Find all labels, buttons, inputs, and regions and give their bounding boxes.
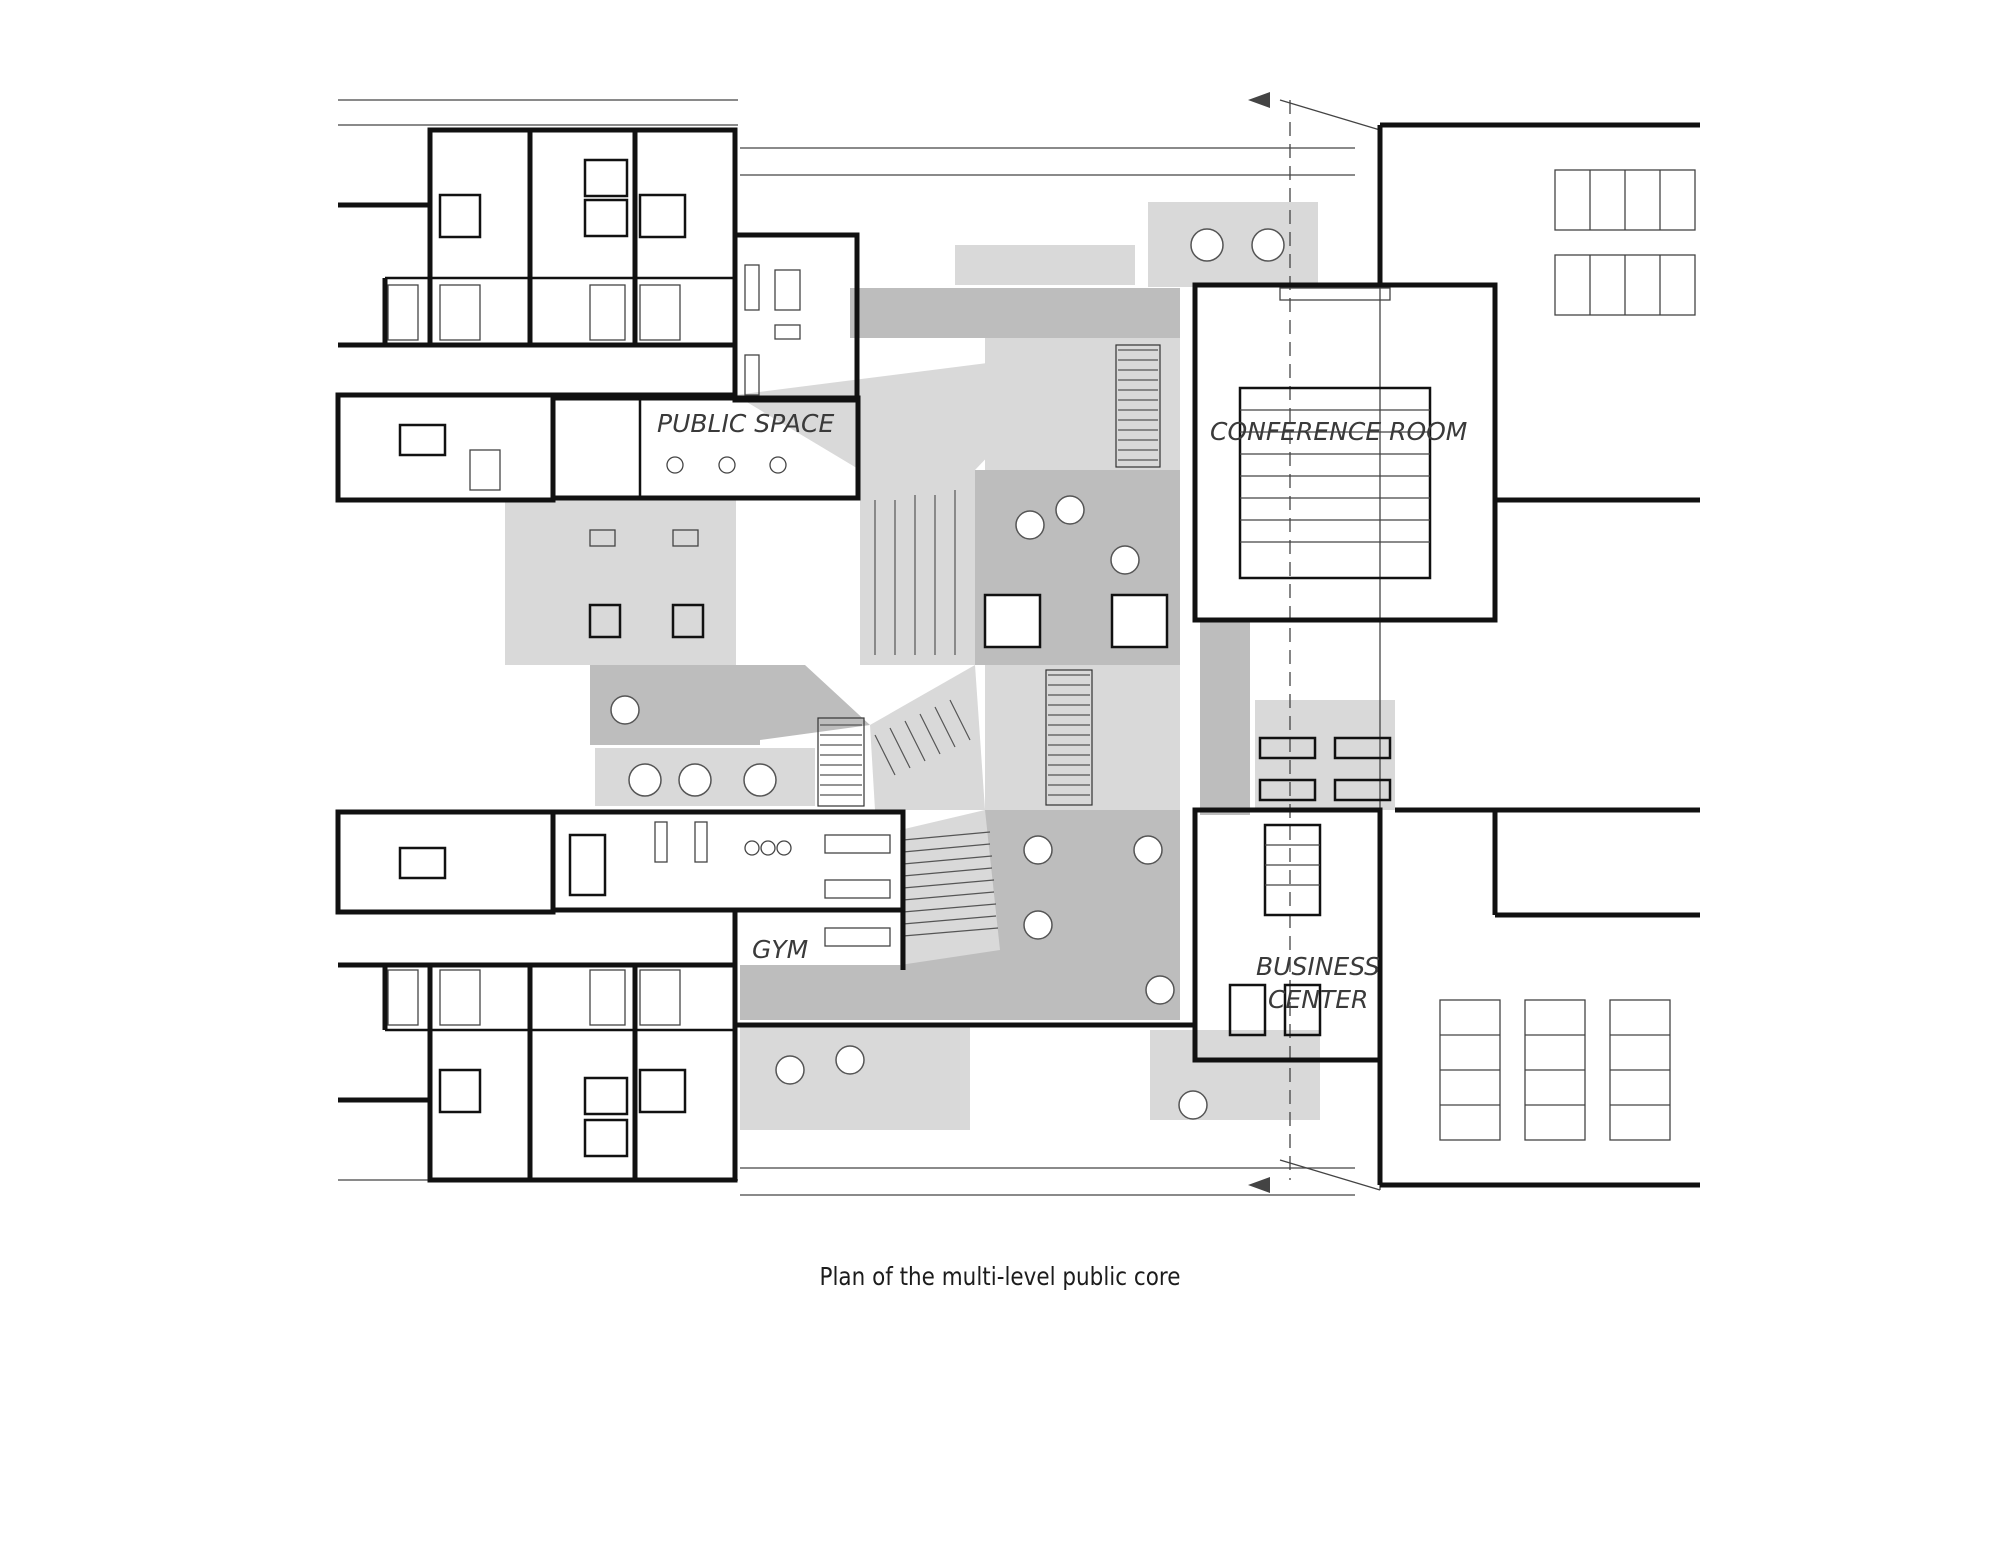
office-desks-lower xyxy=(1439,999,1671,1141)
stair-diagonal xyxy=(874,699,999,937)
west-lounge xyxy=(552,500,736,665)
tree-icon xyxy=(1190,228,1224,262)
business-center-room xyxy=(1192,807,1383,1063)
tree-icon xyxy=(743,763,777,797)
upper-corridor xyxy=(850,288,1180,338)
public-space-room xyxy=(550,232,861,501)
tree-icon xyxy=(1110,545,1140,575)
lower-terrace xyxy=(740,1025,970,1130)
atrium-steps xyxy=(874,490,956,655)
tree-icon xyxy=(1023,910,1053,940)
upper-terrace xyxy=(955,245,1135,285)
east-corridor xyxy=(1200,620,1250,815)
label-gym: GYM xyxy=(752,935,808,964)
west-lounge-furniture xyxy=(588,529,705,639)
office-desks-upper xyxy=(1554,169,1696,316)
tree-icon xyxy=(1133,835,1163,865)
plaza-middle xyxy=(985,665,1180,810)
tree-icon xyxy=(628,763,662,797)
tree-icon xyxy=(678,763,712,797)
central-core-zones xyxy=(505,202,1395,1130)
diagonal-stair xyxy=(870,665,985,810)
tree-icon xyxy=(1178,1090,1208,1120)
conference-room xyxy=(1192,282,1498,623)
west-garden xyxy=(590,665,870,745)
tree-icon xyxy=(835,1045,865,1075)
lower-right-terrace xyxy=(1150,1030,1320,1120)
east-offices xyxy=(1377,122,1700,1188)
label-conference-room: CONFERENCE ROOM xyxy=(1210,417,1467,446)
west-rooms-bottom xyxy=(335,809,738,1183)
plaza-lower xyxy=(740,810,1180,1020)
tree-icon xyxy=(1055,495,1085,525)
stair-central xyxy=(1045,669,1093,806)
trees-and-planting xyxy=(610,228,1285,1120)
label-business-center-line2: CENTER xyxy=(1268,985,1368,1014)
shell-lines xyxy=(338,92,1382,1196)
label-public-space: PUBLIC SPACE xyxy=(657,409,834,438)
tree-icon xyxy=(1145,975,1175,1005)
tree-icon xyxy=(775,1055,805,1085)
stair-treads xyxy=(817,344,1161,937)
figure-caption: Plan of the multi-level public core xyxy=(819,1262,1181,1291)
plaza-tables xyxy=(983,593,1392,802)
stair-upper xyxy=(1115,344,1161,468)
tree-icon xyxy=(1023,835,1053,865)
tree-icon xyxy=(1015,510,1045,540)
stair-hall xyxy=(860,470,975,665)
east-lounge xyxy=(1255,700,1395,810)
ramp-upper xyxy=(735,350,1090,470)
stair-west xyxy=(817,717,865,807)
label-business-center: BUSINESS xyxy=(1256,952,1380,981)
tree-icon xyxy=(610,695,640,725)
upper-right-terrace xyxy=(1148,202,1318,287)
lower-stair xyxy=(900,810,1000,965)
tree-icon xyxy=(1251,228,1285,262)
west-rooms-top xyxy=(335,127,738,503)
